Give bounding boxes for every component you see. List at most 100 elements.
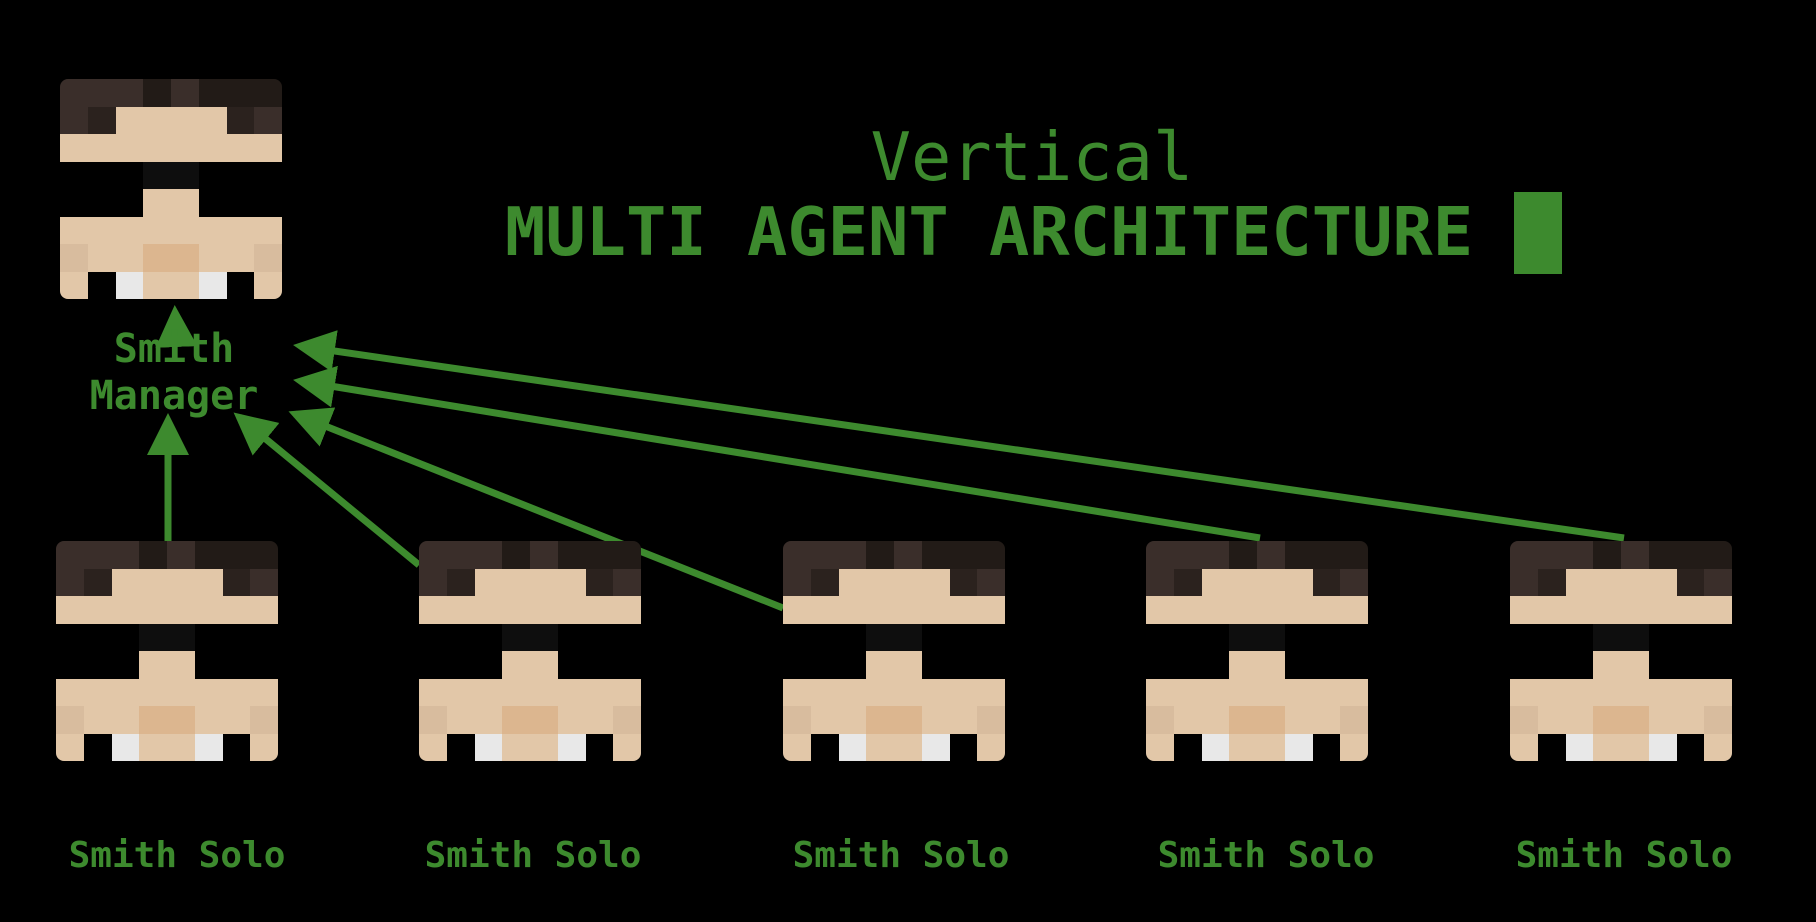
avatar-pixel [921,651,950,679]
avatar-pixel [83,623,112,651]
avatar-pixel [894,623,922,651]
avatar-pixel [1146,568,1174,596]
avatar-pixel [222,678,251,706]
avatar-pixel [111,623,140,651]
avatar-pixel [1676,706,1705,734]
avatar-pixel [198,216,227,244]
avatar-pixel [198,271,227,299]
avatar-pixel [446,541,475,569]
avatar-pixel [419,541,447,569]
avatar-pixel [1593,651,1621,679]
avatar-pixel [1340,541,1368,569]
avatar-pixel [250,568,278,596]
avatar-pixel [194,568,223,596]
avatar-pixel [419,568,447,596]
avatar-pixel [1201,568,1230,596]
avatar-pixel [810,678,839,706]
avatar-pixel [171,189,199,217]
avatar-pixel [226,79,255,107]
avatar-pixel [1340,596,1368,624]
avatar-pixel [838,706,867,734]
avatar-pixel [1676,623,1705,651]
avatar-pixel [894,733,922,761]
avatar-pixel [419,651,447,679]
avatar-pixel [171,271,199,299]
avatar-pixel [783,651,811,679]
arrow-solo-4-to-manager [293,365,1261,542]
avatar-pixel [1146,706,1174,734]
avatar-pixel [866,541,894,569]
avatar-pixel [56,541,84,569]
avatar-pixel [977,678,1005,706]
avatar-pixel [1284,568,1313,596]
avatar-pixel [1173,596,1202,624]
avatar-pixel [977,596,1005,624]
avatar-pixel [557,706,586,734]
avatar-pixel [139,541,167,569]
avatar-pixel [1146,733,1174,761]
avatar-pixel [167,568,195,596]
avatar-pixel [894,596,922,624]
diagram-title: MULTI AGENT ARCHITECTURE [505,193,1474,271]
avatar-pixel [838,651,867,679]
solo-label: Smith Solo [424,835,642,876]
avatar-pixel [60,79,88,107]
avatar-pixel [894,678,922,706]
avatar-pixel [111,541,140,569]
avatar-pixel [1284,678,1313,706]
avatar-pixel [1704,568,1732,596]
avatar-pixel [866,651,894,679]
avatar-pixel [143,106,171,134]
avatar-pixel [60,161,88,189]
avatar-pixel [1510,568,1538,596]
avatar-pixel [194,706,223,734]
avatar-pixel [111,568,140,596]
avatar-pixel [1565,568,1594,596]
avatar-pixel [977,541,1005,569]
avatar-pixel [838,596,867,624]
avatar-pixel [1537,541,1566,569]
avatar-pixel [226,271,255,299]
avatar-pixel [1510,678,1538,706]
avatar-pixel [866,706,894,734]
diagram-subtitle: Vertical [870,118,1194,196]
avatar-pixel [557,678,586,706]
avatar-pixel [1510,651,1538,679]
avatar-pixel [585,733,614,761]
avatar-pixel [254,79,282,107]
avatar-pixel [222,568,251,596]
avatar-pixel [139,623,167,651]
avatar-pixel [87,244,116,272]
avatar-pixel [810,596,839,624]
avatar-pixel [115,271,144,299]
avatar-pixel [222,596,251,624]
avatar-pixel [502,706,530,734]
avatar-pixel [139,568,167,596]
avatar-pixel [474,678,503,706]
avatar-pixel [167,706,195,734]
avatar-pixel [1229,733,1257,761]
avatar-pixel [60,106,88,134]
avatar-pixel [419,733,447,761]
avatar-pixel [585,541,614,569]
avatar-pixel [143,161,171,189]
avatar-pixel [87,216,116,244]
avatar-pixel [115,134,144,162]
avatar-pixel [419,596,447,624]
manager-avatar [60,79,282,299]
avatar-pixel [1621,678,1649,706]
avatar-pixel [194,541,223,569]
avatar-pixel [838,623,867,651]
avatar-pixel [810,541,839,569]
avatar-pixel [1648,733,1677,761]
avatar-pixel [1648,623,1677,651]
avatar-pixel [254,134,282,162]
avatar-pixel [171,161,199,189]
avatar-pixel [783,706,811,734]
avatar-pixel [1565,706,1594,734]
avatar-pixel [783,541,811,569]
avatar-pixel [1146,651,1174,679]
avatar-pixel [1340,651,1368,679]
avatar-pixel [1648,541,1677,569]
avatar-pixel [1257,651,1285,679]
